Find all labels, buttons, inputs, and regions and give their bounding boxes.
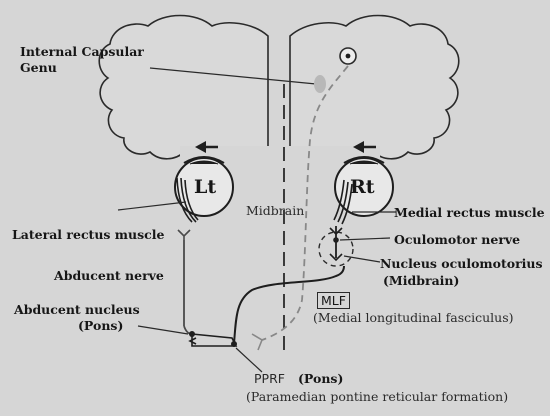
pprf-connection: [192, 334, 236, 346]
abducent-nucleus-note: (Pons): [78, 318, 123, 333]
internuclear-fork: [190, 338, 196, 344]
right-eye-label: Rt: [350, 176, 375, 198]
nucleus-oculomotorius-label: Nucleus oculomotorius: [380, 256, 543, 271]
mlf-full-label: (Medial longitudinal fasciculus): [313, 310, 514, 325]
left-hemisphere-outline: [99, 16, 268, 159]
oculomotor-nerve-dot: [333, 237, 339, 243]
oculomotor-nerve-leader: [340, 238, 390, 240]
pprf-note-label: (Pons): [298, 371, 343, 386]
abducent-nucleus-leader: [138, 326, 188, 334]
abducent-nerve-label: Abducent nerve: [54, 268, 164, 283]
midbrain-label: Midbrain: [246, 203, 304, 218]
left-eye-label: Lt: [194, 176, 216, 198]
mlf-abbrev-label: MLF: [317, 292, 350, 309]
nucleus-oculomotorius-note: (Midbrain): [383, 273, 459, 288]
internal-capsule-genu: [314, 75, 326, 93]
lateral-rectus-leader: [118, 202, 186, 210]
pprf-abbrev-label: PPRF: [254, 371, 285, 386]
abducent-nucleus-label: Abducent nucleus: [14, 302, 140, 317]
abducent-nerve-terminal: [178, 230, 190, 240]
pprf-full-label: (Paramedian pontine reticular formation): [246, 389, 508, 404]
pprf-leader: [236, 348, 262, 372]
oculomotor-nerve-label: Oculomotor nerve: [394, 232, 520, 247]
internal-capsule-label: Internal Capsular Genu: [20, 44, 144, 76]
corticobulbar-terminal: [252, 334, 262, 350]
lateral-rectus-label: Lateral rectus muscle: [12, 227, 164, 242]
medial-rectus-label: Medial rectus muscle: [394, 205, 545, 220]
circled-dot-icon: [340, 48, 356, 64]
